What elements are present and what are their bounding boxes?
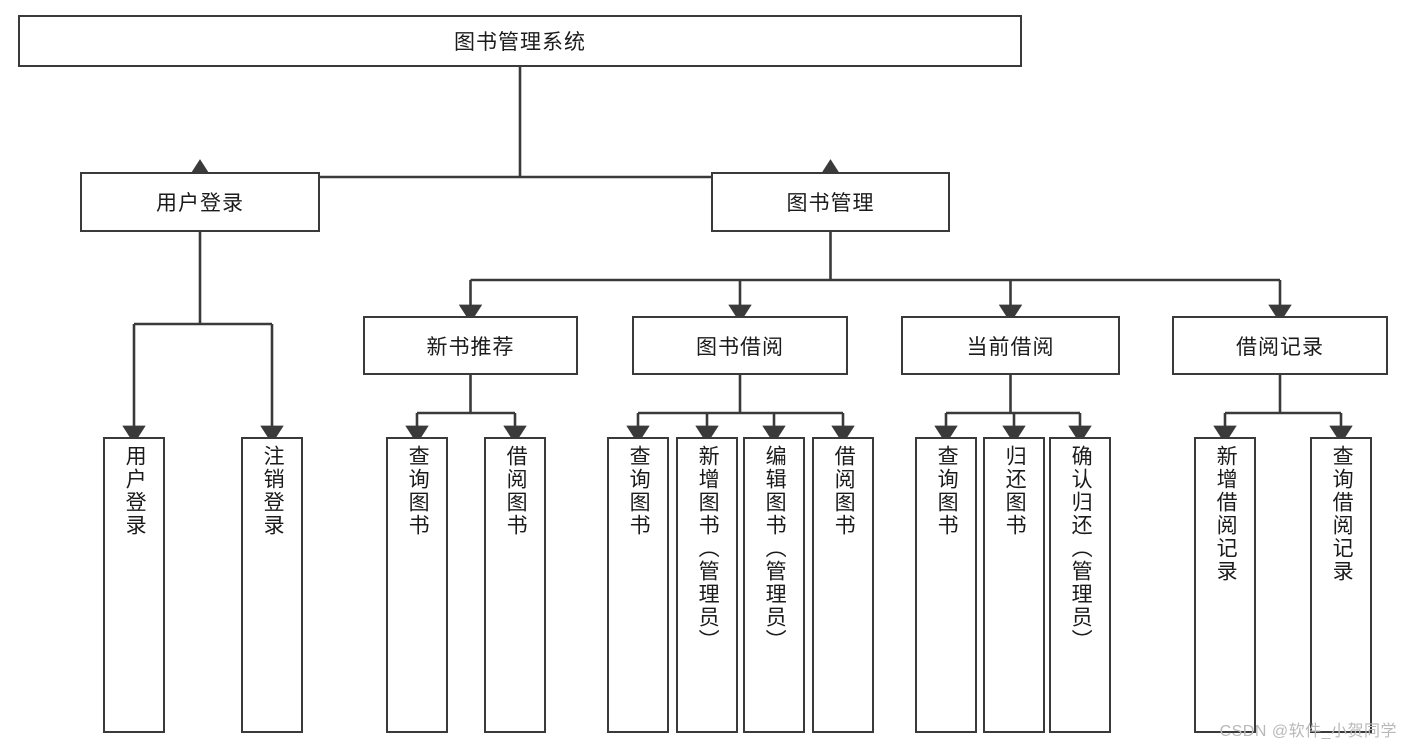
node-user-login[interactable]: 用户登录 [80,172,320,232]
node-label-leaf-user-logout: 注销登录 [261,445,285,537]
node-label-current-borrow: 当前借阅 [966,335,1055,359]
node-leaf-user-logout[interactable]: 注销登录 [241,437,303,733]
node-leaf-borrow-add-book[interactable]: 新增图书（管理员） [676,437,738,733]
csdn-watermark: CSDN @软件_小贺同学 [1219,723,1397,740]
node-new-book-recommend[interactable]: 新书推荐 [363,316,578,375]
node-leaf-cur-confirm-return[interactable]: 确认归还（管理员） [1049,437,1111,733]
node-leaf-cur-return-book[interactable]: 归还图书 [983,437,1045,733]
node-label-leaf-cur-return-book: 归还图书 [1003,445,1027,537]
node-leaf-rec-query-record[interactable]: 查询借阅记录 [1310,437,1372,733]
node-label-leaf-user-login: 用户登录 [123,445,147,537]
node-label-book-borrow: 图书借阅 [696,335,784,359]
node-label-new-book-recommend: 新书推荐 [426,335,515,359]
node-book-manage[interactable]: 图书管理 [711,172,950,232]
node-label-leaf-borrow-borrow-book: 借阅图书 [832,445,856,537]
node-label-borrow-record: 借阅记录 [1236,335,1324,359]
node-label-leaf-rec-borrow-book: 借阅图书 [504,445,528,537]
node-leaf-rec-add-record[interactable]: 新增借阅记录 [1194,437,1256,733]
node-current-borrow[interactable]: 当前借阅 [901,316,1120,375]
node-borrow-record[interactable]: 借阅记录 [1172,316,1388,375]
node-label-root: 图书管理系统 [454,31,586,54]
node-leaf-rec-borrow-book[interactable]: 借阅图书 [484,437,546,733]
node-leaf-borrow-edit-book[interactable]: 编辑图书（管理员） [743,437,805,733]
node-leaf-rec-query-book[interactable]: 查询图书 [386,437,448,733]
node-label-leaf-borrow-query-book: 查询图书 [627,445,651,537]
node-label-leaf-borrow-edit-book: 编辑图书（管理员） [763,445,787,652]
node-label-leaf-rec-add-record: 新增借阅记录 [1214,445,1238,583]
node-label-leaf-rec-query-book: 查询图书 [406,445,430,537]
node-label-leaf-rec-query-record: 查询借阅记录 [1330,445,1354,583]
node-leaf-user-login[interactable]: 用户登录 [103,437,165,733]
node-label-book-manage: 图书管理 [786,192,875,215]
node-label-user-login: 用户登录 [156,192,244,215]
node-leaf-borrow-query-book[interactable]: 查询图书 [607,437,669,733]
node-label-leaf-borrow-add-book: 新增图书（管理员） [696,445,720,652]
node-leaf-borrow-borrow-book[interactable]: 借阅图书 [812,437,874,733]
node-label-leaf-cur-query-book: 查询图书 [935,445,959,537]
node-book-borrow[interactable]: 图书借阅 [632,316,848,375]
node-leaf-cur-query-book[interactable]: 查询图书 [915,437,977,733]
node-label-leaf-cur-confirm-return: 确认归还（管理员） [1069,445,1093,652]
node-root[interactable]: 图书管理系统 [18,15,1022,67]
